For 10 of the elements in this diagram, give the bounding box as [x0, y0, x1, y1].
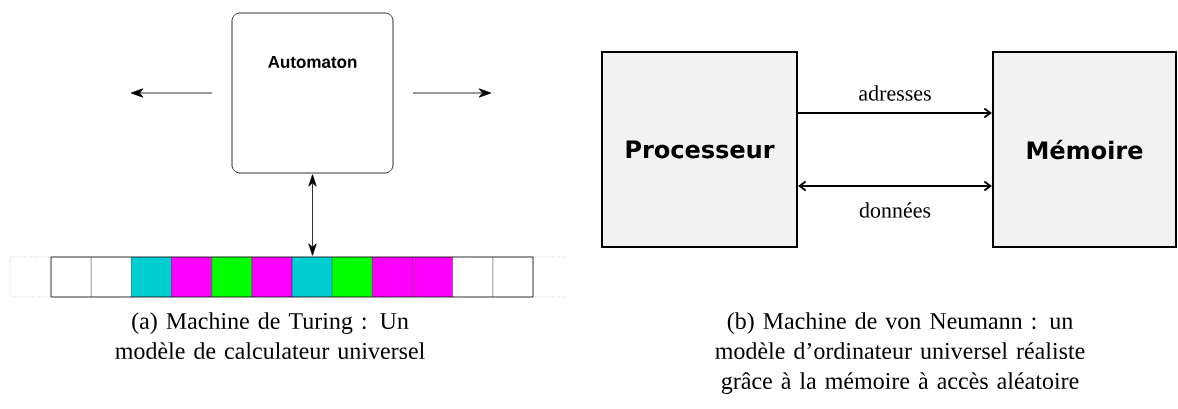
block-box: Processeur [601, 51, 798, 248]
arrow [798, 180, 992, 192]
arrow [308, 174, 317, 256]
arrow [797, 107, 992, 119]
caption: (b) Machine de von Neumann : un modèle d’ordinateur universel réaliste grâce à la mémoire à accès aléatoire [715, 312, 1085, 394]
edge-label: données [857, 201, 933, 219]
edge-label: adresses [857, 84, 933, 102]
automaton-box: Automaton [231, 12, 394, 174]
block-box: Mémoire [992, 51, 1177, 248]
tape-drawing [50, 256, 534, 298]
